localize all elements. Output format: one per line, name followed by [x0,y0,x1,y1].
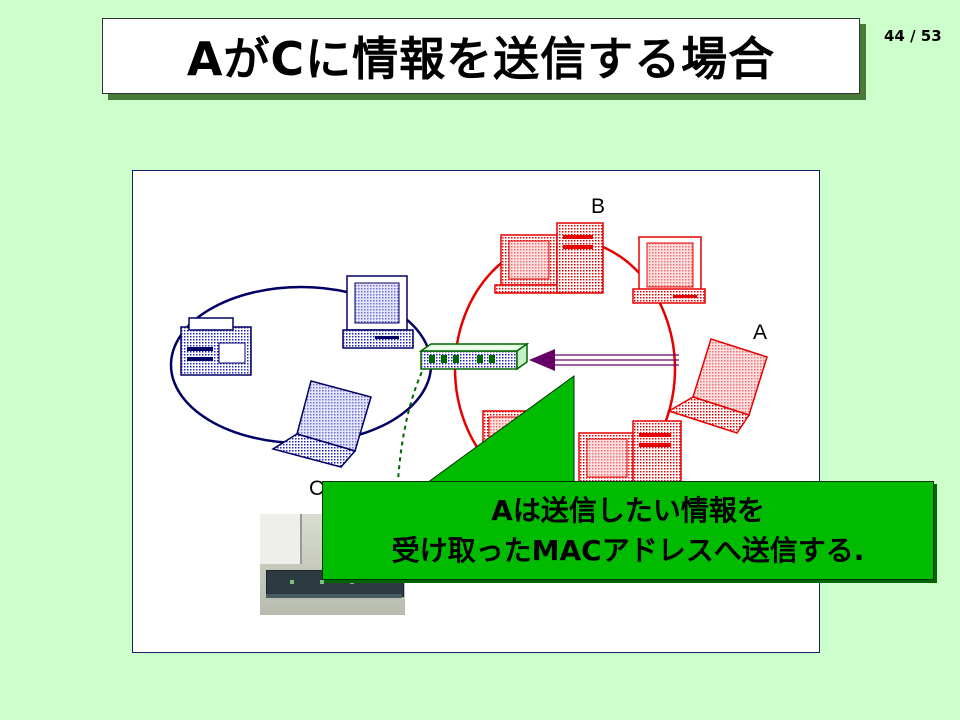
desktop-red-bottom-right-icon [578,420,682,484]
title-box: AがCに情報を送信する場合 [102,18,860,94]
desktop-blue-icon [342,275,414,349]
switch-hub-icon [418,342,530,371]
dashed-link [397,364,426,482]
printer-icon [180,317,252,376]
callout-line-2: 受け取ったMACアドレスへ送信する. [391,533,865,567]
callout-box: Aは送信したい情報を 受け取ったMACアドレスへ送信する. [322,481,934,580]
slide-title: AがCに情報を送信する場合 [186,32,776,86]
callout-line-1: Aは送信したい情報を [491,493,765,527]
desktop-red-icon [632,236,706,304]
desktop-b-icon [494,222,604,294]
label-a: A [753,321,768,344]
laptop-a-icon [667,338,768,434]
label-b: B [591,195,606,218]
data-arrow [529,349,679,371]
label-c: C [309,477,325,500]
laptop-blue-icon [271,380,372,468]
network-diagram-svg [169,222,768,501]
page-number: 44 / 53 [884,27,942,45]
